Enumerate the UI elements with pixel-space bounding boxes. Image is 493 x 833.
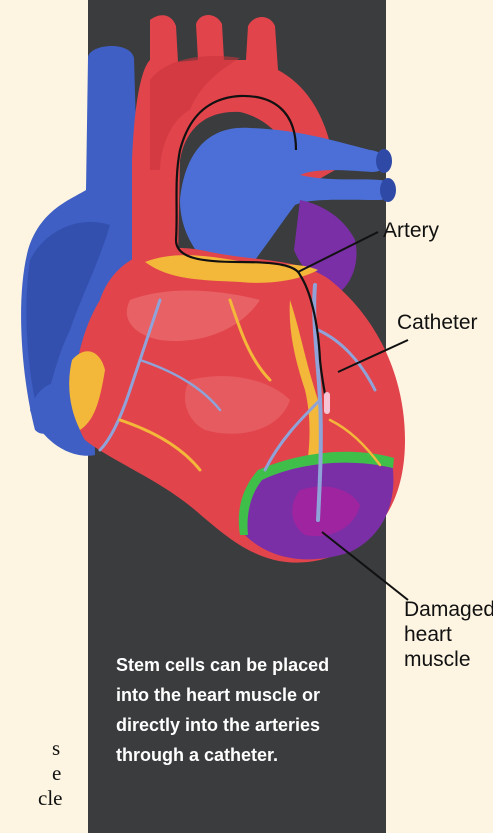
pulmonary-artery	[180, 128, 393, 262]
caption-line-1: Stem cells can be placed	[116, 650, 366, 680]
caption-text: Stem cells can be placed into the heart …	[116, 650, 366, 770]
pulmonary-branch-end-1	[376, 149, 392, 173]
cropped-line-3: cle	[0, 786, 60, 811]
damaged-label-line-2: heart	[404, 622, 493, 647]
cropped-line-2: e	[0, 761, 60, 786]
artery-label: Artery	[383, 218, 439, 243]
caption-line-2: into the heart muscle or	[116, 680, 366, 710]
caption-line-4: through a catheter.	[116, 740, 366, 770]
catheter-tip	[324, 392, 330, 414]
cropped-side-text: s e cle	[0, 736, 60, 811]
damaged-label-line-1: Damaged	[404, 597, 493, 622]
pulmonary-branch-end-2	[380, 178, 396, 202]
damaged-label-line-3: muscle	[404, 647, 493, 672]
cropped-line-1: s	[0, 736, 60, 761]
caption-line-3: directly into the arteries	[116, 710, 366, 740]
damaged-heart-muscle-label: Damaged heart muscle	[404, 597, 493, 672]
catheter-label: Catheter	[397, 310, 478, 335]
